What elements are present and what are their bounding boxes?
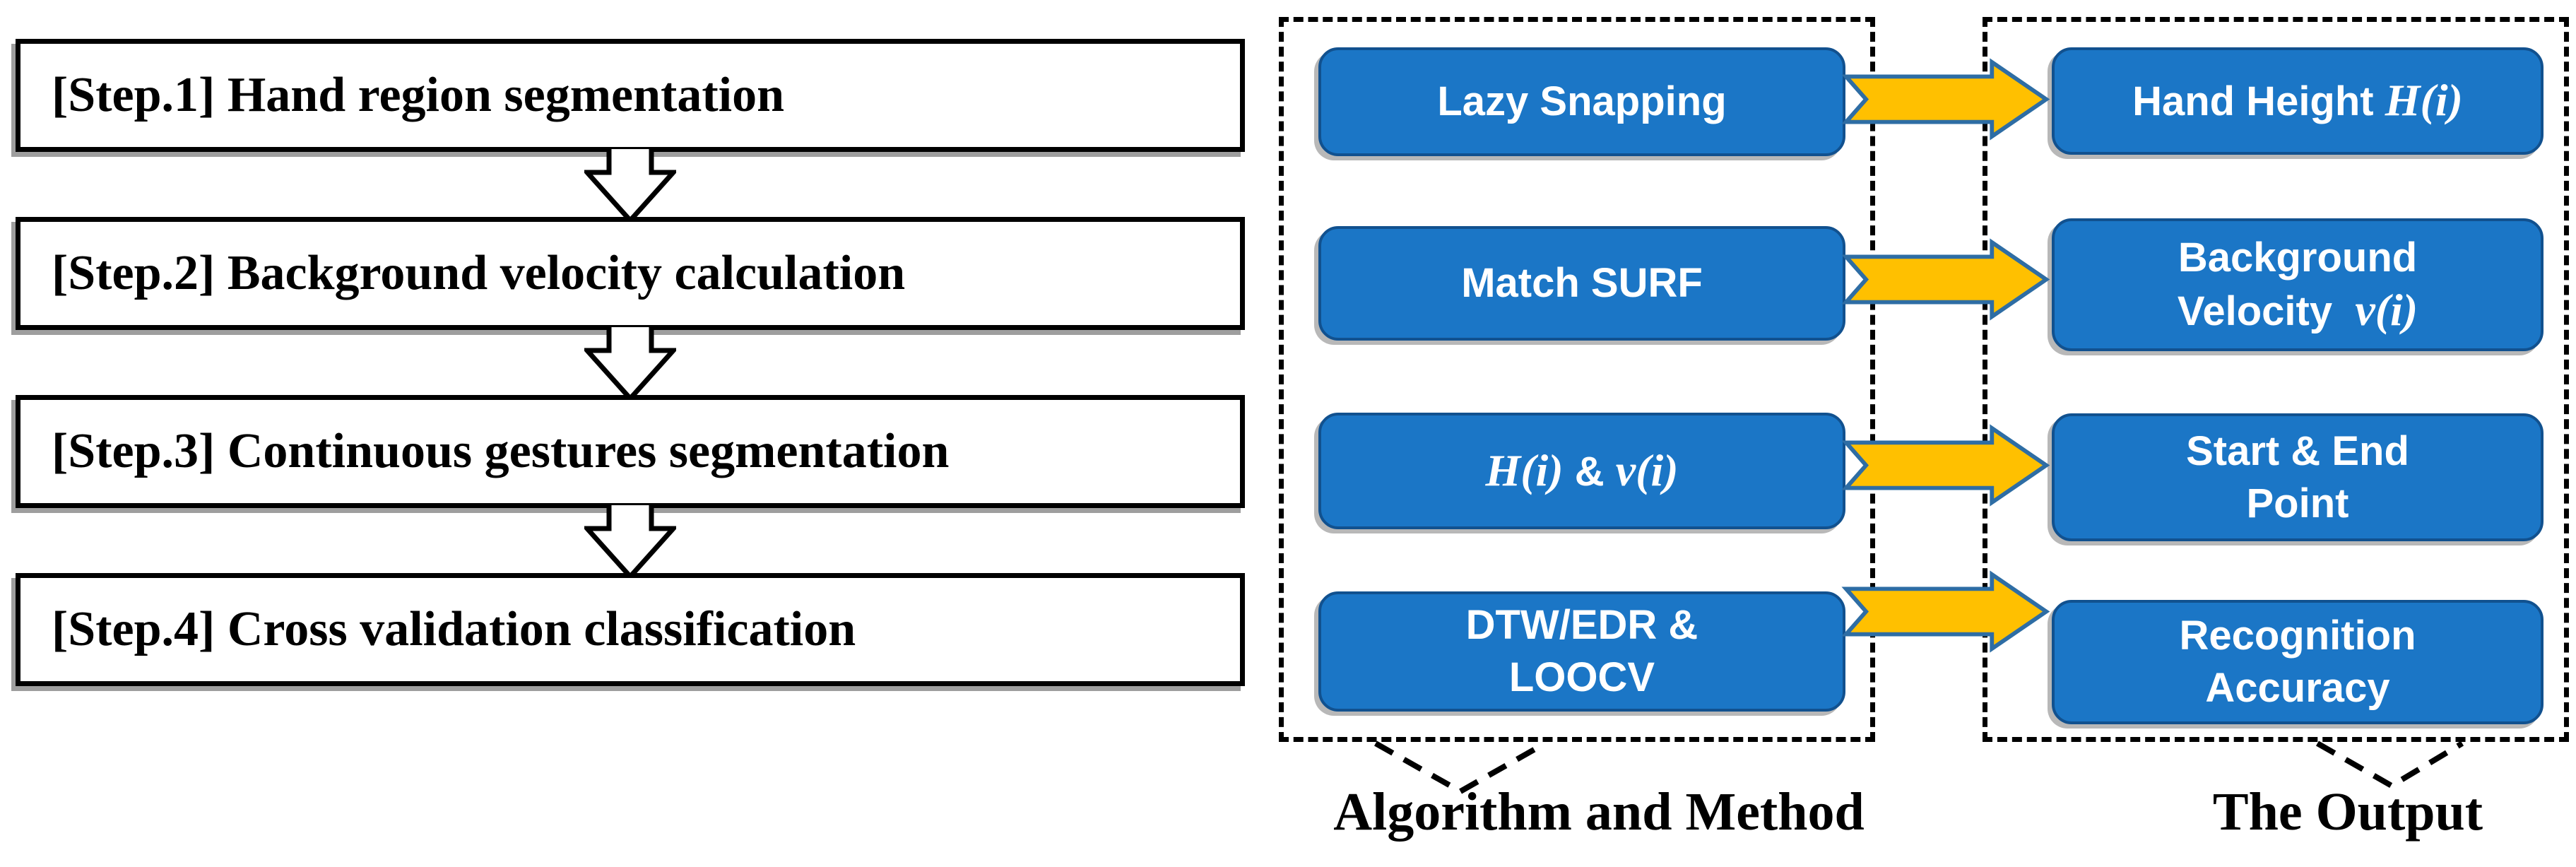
math-symbol: H(i) <box>1485 444 1564 495</box>
step-label: [Step.1] Hand region segmentation <box>52 68 785 122</box>
down-arrow-icon <box>584 149 676 218</box>
text-segment: LOOCV <box>1508 654 1655 700</box>
method-box: H(i) & v(i) <box>1318 413 1845 529</box>
flow-arrow-icon <box>1841 424 2050 507</box>
box-text-line: Background <box>2178 232 2417 284</box>
box-text-line: Recognition <box>2179 610 2416 662</box>
text-segment: Match SURF <box>1461 260 1703 306</box>
box-text-line: Accuracy <box>2205 662 2389 714</box>
text-segment: Lazy Snapping <box>1437 78 1727 124</box>
step-label: [Step.3] Continuous gestures segmentatio… <box>52 424 950 478</box>
box-text-line: Hand Height H(i) <box>2132 74 2463 128</box>
box-text-line: H(i) & v(i) <box>1485 444 1678 498</box>
step-box: [Step.1] Hand region segmentation <box>16 39 1245 152</box>
math-symbol: v(i) <box>1615 444 1679 495</box>
text-segment: Accuracy <box>2205 665 2390 711</box>
box-text-line: Point <box>2247 478 2349 530</box>
flow-arrow-icon <box>1841 238 2050 321</box>
text-segment: Velocity <box>2177 288 2356 334</box>
box-text-line: Match SURF <box>1461 257 1703 309</box>
math-symbol: H(i) <box>2385 75 2463 125</box>
step-label: [Step.2] Background velocity calculation <box>52 246 906 300</box>
step-connector <box>16 327 1245 396</box>
flow-arrow-icon <box>1841 58 2050 141</box>
text-segment: Start & End <box>2186 427 2409 474</box>
method-box: Match SURF <box>1318 226 1845 341</box>
step-box: [Step.3] Continuous gestures segmentatio… <box>16 395 1245 508</box>
output-box: Hand Height H(i) <box>2052 47 2543 155</box>
step-connector <box>16 505 1245 574</box>
box-text-line: DTW/EDR & <box>1466 599 1698 651</box>
output-brace-icon <box>2316 741 2464 789</box>
text-segment: DTW/EDR & <box>1465 602 1698 648</box>
step-connector <box>16 149 1245 218</box>
text-segment: & <box>1563 448 1616 495</box>
step-box: [Step.4] Cross validation classification <box>16 573 1245 686</box>
algorithm-caption: Algorithm and Method <box>1333 782 1865 842</box>
steps-column: [Step.1] Hand region segmentation [Step.2… <box>16 39 1245 686</box>
output-caption: The Output <box>2212 782 2483 842</box>
box-text-line: Lazy Snapping <box>1437 76 1726 128</box>
step-box: [Step.2] Background velocity calculation <box>16 217 1245 330</box>
text-segment: Point <box>2246 480 2349 526</box>
text-segment: Hand Height <box>2132 78 2385 124</box>
box-text-line: Start & End <box>2186 425 2409 478</box>
down-arrow-icon <box>584 327 676 396</box>
method-box: DTW/EDR & LOOCV <box>1318 591 1845 712</box>
flow-arrow-icon <box>1841 570 2050 653</box>
text-segment: Background <box>2178 235 2418 281</box>
math-symbol: v(i) <box>2355 285 2418 335</box>
method-box: Lazy Snapping <box>1318 47 1845 156</box>
down-arrow-icon <box>584 505 676 574</box>
text-segment: Recognition <box>2179 613 2416 659</box>
box-text-line: LOOCV <box>1509 651 1655 704</box>
box-text-line: Velocity v(i) <box>2178 284 2418 338</box>
step-label: [Step.4] Cross validation classification <box>52 602 856 656</box>
